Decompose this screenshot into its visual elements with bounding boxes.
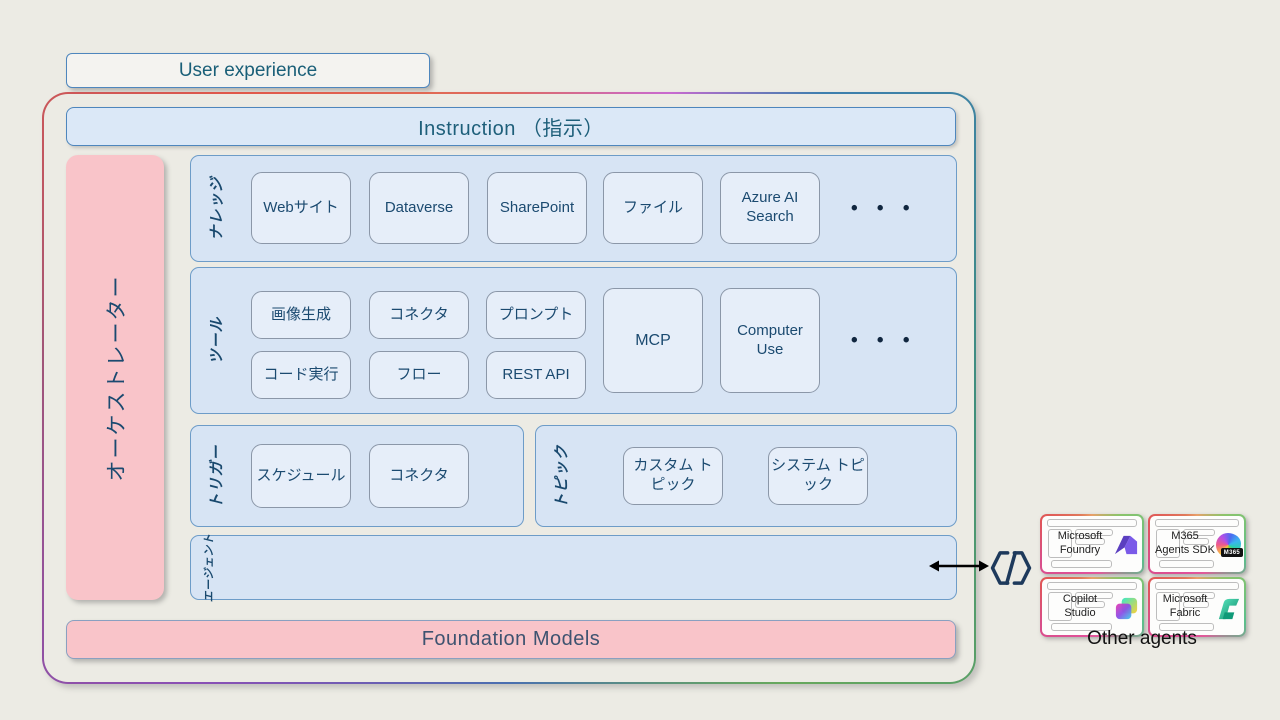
tool-item-computer-use: Computer Use: [720, 288, 820, 393]
m365-badge: M365: [1220, 548, 1243, 557]
code-brackets-svg: [990, 551, 1032, 585]
knowledge-item-sharepoint: SharePoint: [487, 172, 587, 244]
agent-connection-arrow: [928, 558, 990, 574]
topic-item-custom-topic: カスタム トピック: [623, 447, 723, 505]
skeleton-line: [1075, 538, 1105, 545]
skeleton-line: [1183, 538, 1209, 545]
trigger-row: トリガー スケジュール コネクタ: [190, 425, 524, 527]
card-label-microsoft-foundry: Microsoft Foundry: [1057, 530, 1103, 556]
skeleton-line: [1075, 601, 1105, 608]
skeleton-line: [1075, 529, 1113, 536]
tool-item-flow: フロー: [369, 351, 469, 399]
double-arrow-icon: [929, 560, 989, 572]
skeleton-box: [1048, 592, 1072, 621]
skeleton-bar: [1159, 623, 1214, 631]
tools-row-label: ツール: [191, 268, 241, 413]
knowledge-more-dots: • • •: [851, 198, 917, 219]
skeleton-bar: [1047, 582, 1137, 590]
skeleton-bar: [1051, 560, 1112, 568]
knowledge-row: ナレッジ Webサイト Dataverse SharePoint ファイル Az…: [190, 155, 957, 262]
instruction-bar: Instruction （指示）: [66, 107, 956, 146]
microsoft-fabric-logo-icon: [1215, 595, 1242, 622]
card-m365-agents-sdk: M365 Agents SDK M365: [1148, 514, 1246, 574]
card-label-microsoft-fabric: Microsoft Fabric: [1162, 593, 1208, 619]
knowledge-row-label: ナレッジ: [191, 156, 241, 261]
knowledge-item-azure-ai-search: Azure AI Search: [720, 172, 820, 244]
tool-item-code-execution: コード実行: [251, 351, 351, 399]
skeleton-box: [1156, 529, 1180, 558]
card-label-m365-agents-sdk: M365 Agents SDK: [1155, 530, 1215, 556]
skeleton-line: [1183, 529, 1215, 536]
tool-item-mcp: MCP: [603, 288, 703, 393]
foundation-models-bar: Foundation Models: [66, 620, 956, 659]
skeleton-bar: [1051, 623, 1112, 631]
skeleton-bar: [1155, 519, 1239, 527]
orchestrator-box: オーケストレーター: [66, 155, 164, 600]
skeleton-box: [1048, 529, 1072, 558]
trigger-row-label-text: トリガー: [208, 443, 226, 509]
user-experience-label: User experience: [178, 59, 318, 81]
skeleton-line: [1183, 601, 1209, 608]
copilot-studio-logo-icon: [1113, 595, 1140, 622]
tool-item-connector: コネクタ: [369, 291, 469, 339]
trigger-item-schedule: スケジュール: [251, 444, 351, 508]
card-copilot-studio: Copilot Studio: [1040, 577, 1144, 637]
tools-row-label-text: ツール: [208, 316, 226, 365]
card-microsoft-foundry: Microsoft Foundry: [1040, 514, 1144, 574]
card-microsoft-fabric: Microsoft Fabric: [1148, 577, 1246, 637]
user-experience-box: User experience: [66, 53, 430, 88]
tools-row: ツール 画像生成 コネクタ プロンプト コード実行 フロー REST API M…: [190, 267, 957, 414]
agent-row-label: エージェント: [191, 533, 225, 602]
topic-item-system-topic: システム トピック: [768, 447, 868, 505]
skeleton-line: [1183, 592, 1215, 599]
orchestrator-label: オーケストレーター: [105, 274, 128, 481]
instruction-label: Instruction （指示）: [418, 118, 604, 140]
knowledge-item-file: ファイル: [603, 172, 703, 244]
foundation-models-label: Foundation Models: [421, 628, 601, 650]
topic-row-label: トピック: [536, 426, 586, 526]
tools-more-dots: • • •: [851, 330, 917, 351]
agent-row-label-text: エージェント: [203, 533, 215, 602]
topic-row: トピック カスタム トピック システム トピック: [535, 425, 957, 527]
skeleton-box: [1156, 592, 1180, 621]
trigger-item-connector: コネクタ: [369, 444, 469, 508]
card-label-copilot-studio: Copilot Studio: [1062, 593, 1098, 619]
knowledge-item-website: Webサイト: [251, 172, 351, 244]
agent-row: エージェント: [190, 533, 957, 602]
knowledge-item-dataverse: Dataverse: [369, 172, 469, 244]
skeleton-bar: [1155, 582, 1239, 590]
skeleton-bar: [1047, 519, 1137, 527]
microsoft-foundry-logo-icon: [1113, 532, 1140, 559]
other-agents-caption: Other agents: [1087, 628, 1197, 649]
tool-item-prompt: プロンプト: [486, 291, 586, 339]
topic-row-label-text: トピック: [553, 443, 571, 509]
tool-item-image-generation: 画像生成: [251, 291, 351, 339]
code-brackets-icon: [990, 546, 1032, 590]
knowledge-row-label-text: ナレッジ: [208, 176, 226, 241]
trigger-row-label: トリガー: [191, 426, 241, 526]
skeleton-bar: [1159, 560, 1214, 568]
skeleton-line: [1075, 592, 1113, 599]
tool-item-rest-api: REST API: [486, 351, 586, 399]
